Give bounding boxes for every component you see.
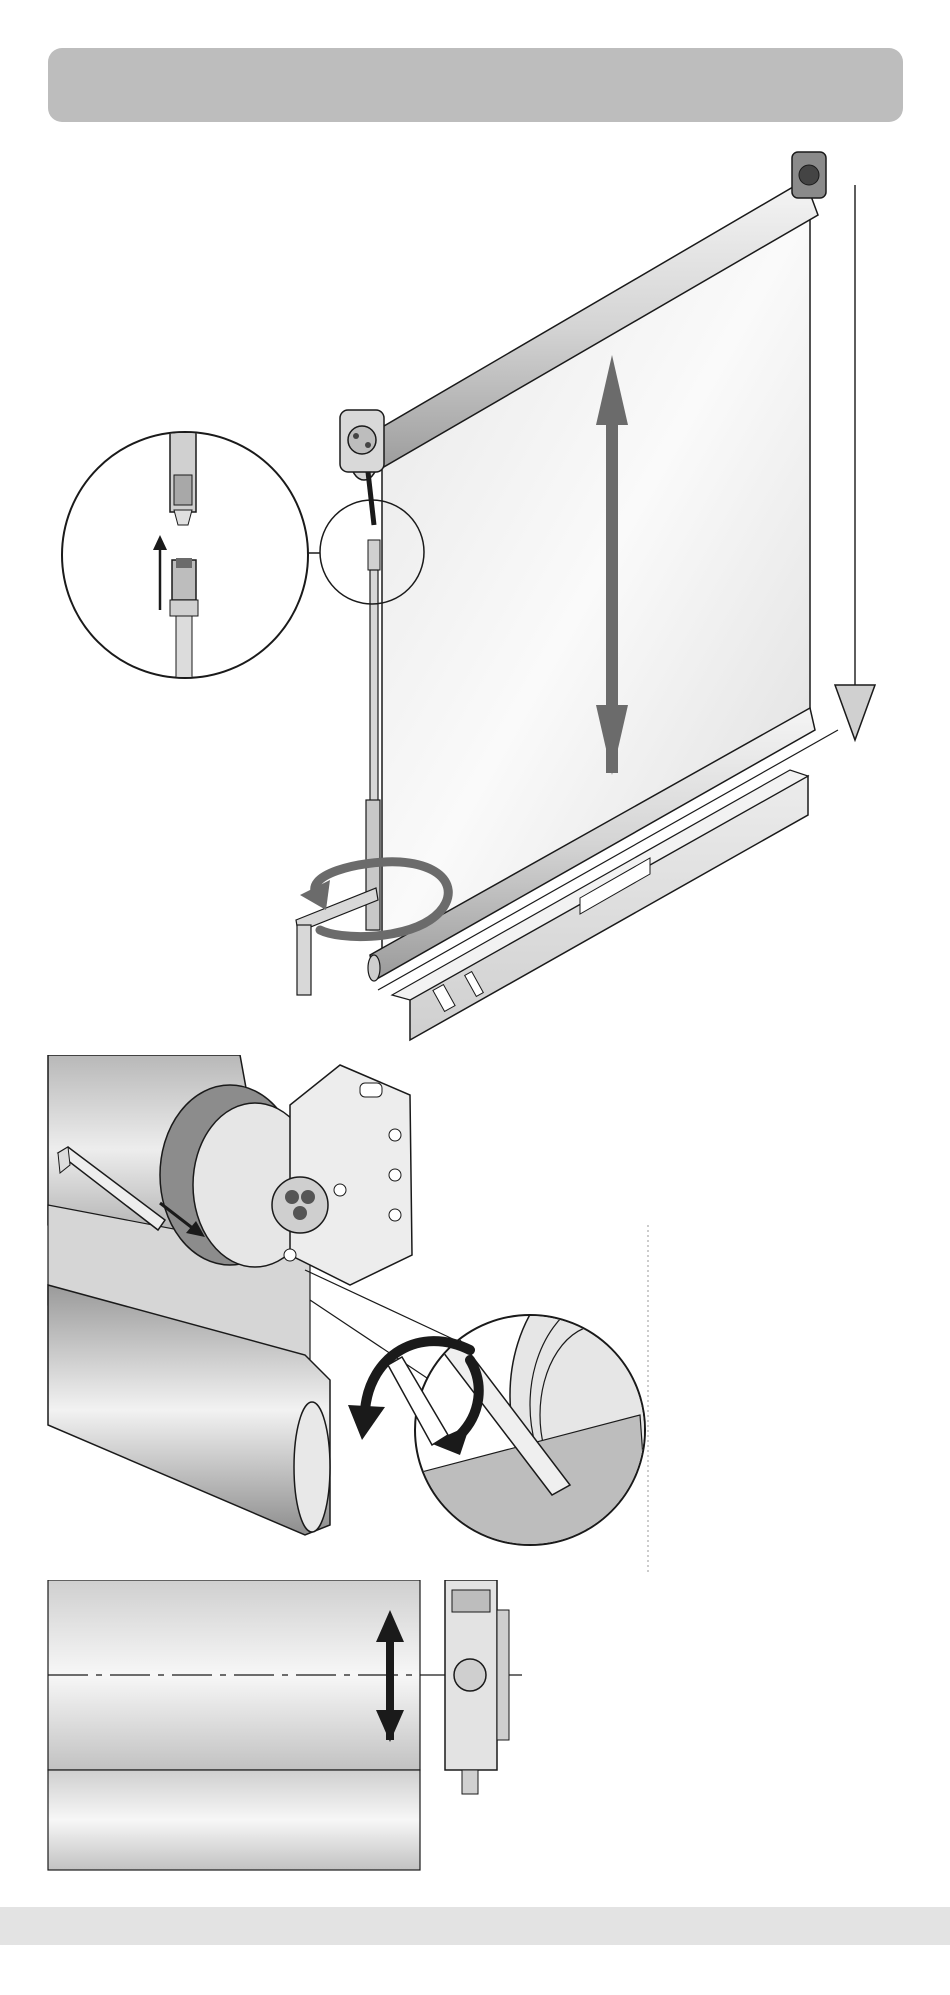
header-bar [48, 48, 903, 122]
footer-bar [0, 1907, 950, 1945]
fabric-side-view [48, 1770, 420, 1870]
hex-key-detail-zoom [410, 1255, 730, 1555]
coupling-detail-zoom [62, 432, 308, 686]
roller-blind-leveling-illustration [0, 140, 950, 1050]
motor-head [160, 1065, 412, 1285]
right-bracket [792, 152, 826, 198]
hex-key-adjustment-illustration [0, 1055, 950, 1575]
left-bracket [340, 410, 384, 472]
plumb-line-icon [835, 185, 875, 740]
bracket-side [445, 1580, 509, 1794]
bracket-alignment-illustration [0, 1580, 950, 1880]
